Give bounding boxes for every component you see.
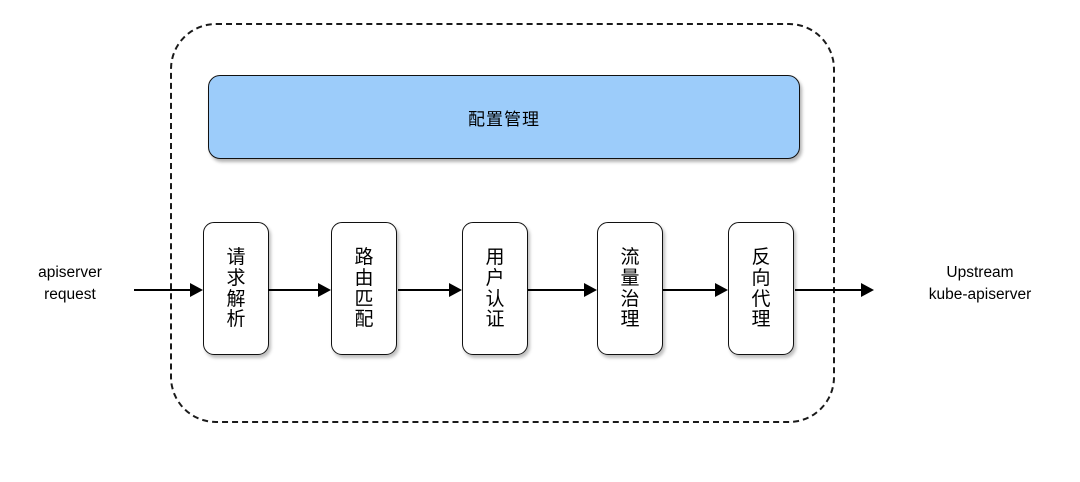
stage-glyph: 匹 (354, 287, 374, 310)
stage-glyph: 理 (620, 308, 640, 331)
stage-glyph: 由 (354, 266, 374, 289)
stage-glyph: 析 (226, 308, 246, 331)
arrow-head (861, 283, 874, 297)
stage-box-user-auth: 用 户 认 证 (462, 222, 528, 355)
stage-label-route-matching: 路 由 匹 配 (354, 247, 373, 329)
arrow-inbound-icon (134, 282, 204, 298)
stage-glyph: 代 (751, 287, 771, 310)
stage-box-route-matching: 路 由 匹 配 (331, 222, 397, 355)
arrow-shaft (398, 288, 451, 291)
caption-line: request (44, 286, 96, 303)
arrow-shaft (795, 288, 863, 291)
caption-line: kube-apiserver (928, 286, 1032, 303)
arrow-shaft (134, 288, 192, 291)
arrow-stage-3-to-4-icon (663, 282, 729, 298)
caption-line: apiserver (38, 264, 102, 281)
caption-upstream-kube-apiserver: Upstream kube-apiserver (880, 262, 1080, 306)
arrow-shaft (663, 288, 717, 291)
stage-box-reverse-proxy: 反 向 代 理 (728, 222, 794, 355)
arrow-head (318, 283, 331, 297)
stage-glyph: 量 (620, 266, 640, 289)
arrow-head (190, 283, 203, 297)
arrow-outbound-icon (795, 282, 875, 298)
stage-glyph: 理 (751, 308, 771, 331)
stage-label-reverse-proxy: 反 向 代 理 (751, 247, 770, 329)
stage-label-user-auth: 用 户 认 证 (485, 247, 504, 329)
arrow-head (715, 283, 728, 297)
stage-glyph: 户 (485, 266, 505, 289)
stage-glyph: 反 (751, 246, 771, 269)
stage-box-request-parsing: 请 求 解 析 (203, 222, 269, 355)
stage-glyph: 配 (354, 308, 374, 331)
arrow-head (584, 283, 597, 297)
arrow-stage-1-to-2-icon (398, 282, 463, 298)
stage-glyph: 治 (620, 287, 640, 310)
arrow-stage-2-to-3-icon (528, 282, 598, 298)
stage-glyph: 解 (226, 287, 246, 310)
gateway-boundary (170, 23, 835, 423)
arrow-shaft (528, 288, 586, 291)
caption-apiserver-request: apiserver request (0, 262, 140, 306)
config-management-box: 配置管理 (208, 75, 800, 159)
stage-glyph: 证 (485, 308, 505, 331)
stage-glyph: 求 (226, 266, 246, 289)
stage-box-traffic-control: 流 量 治 理 (597, 222, 663, 355)
stage-label-request-parsing: 请 求 解 析 (226, 247, 245, 329)
stage-glyph: 向 (751, 266, 771, 289)
arrow-shaft (268, 288, 320, 291)
caption-line: Upstream (946, 264, 1014, 281)
arrow-stage-0-to-1-icon (268, 282, 332, 298)
stage-glyph: 认 (485, 287, 505, 310)
config-management-label: 配置管理 (468, 109, 540, 130)
stage-glyph: 请 (226, 246, 246, 269)
stage-label-traffic-control: 流 量 治 理 (620, 247, 639, 329)
stage-glyph: 用 (485, 246, 505, 269)
stage-glyph: 路 (354, 246, 374, 269)
arrow-head (449, 283, 462, 297)
stage-glyph: 流 (620, 246, 640, 269)
